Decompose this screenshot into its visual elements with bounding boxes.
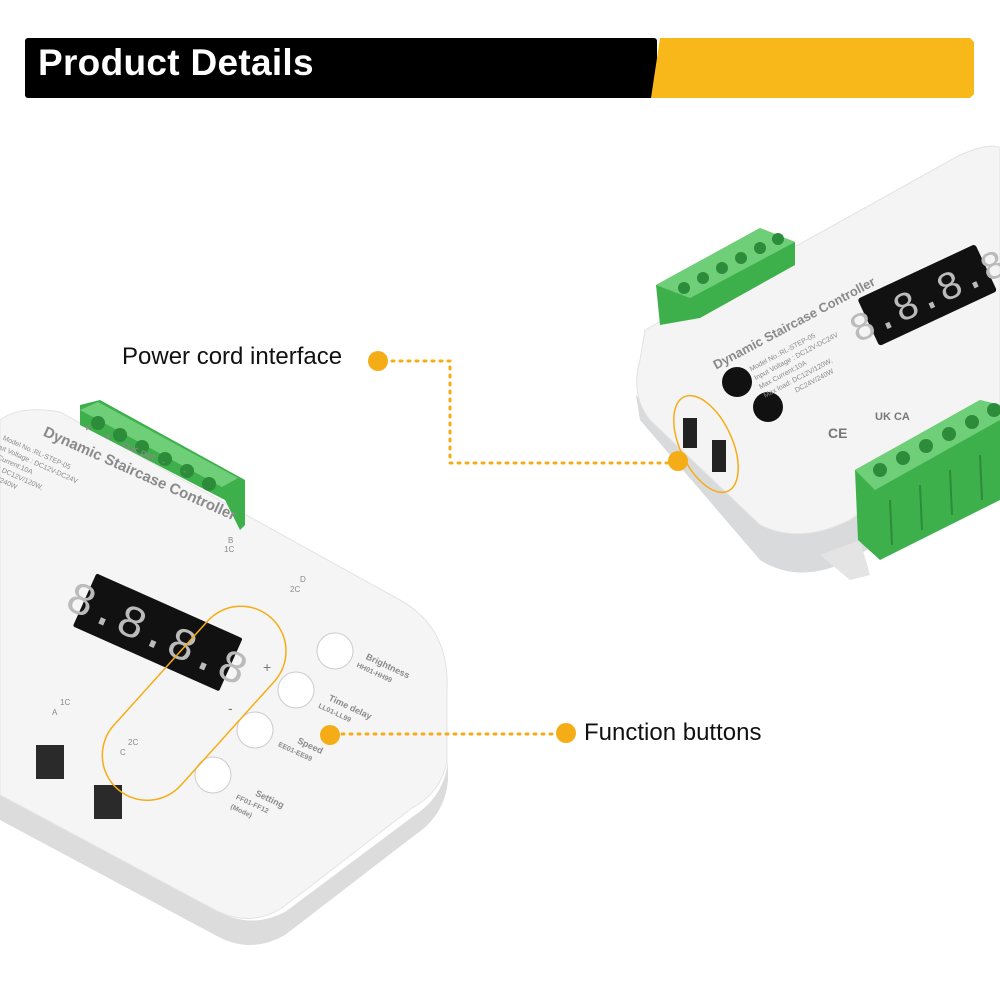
svg-text:+: + xyxy=(82,421,93,435)
brightness-button[interactable] xyxy=(316,632,354,670)
header-accent xyxy=(651,38,974,98)
function-buttons xyxy=(194,632,354,794)
svg-text:1C: 1C xyxy=(224,545,234,554)
svg-text:-: - xyxy=(160,457,168,468)
svg-text:-: - xyxy=(228,700,233,716)
port xyxy=(683,418,697,448)
buttons-highlight xyxy=(101,605,287,802)
header-bar xyxy=(25,38,657,98)
power-callout-line xyxy=(368,351,688,471)
svg-text:UK CA: UK CA xyxy=(875,411,910,423)
port xyxy=(94,785,122,819)
svg-text:CE: CE xyxy=(828,425,847,441)
svg-text:A: A xyxy=(52,708,58,717)
left-terminal-block xyxy=(80,400,245,530)
page-title: Product Details xyxy=(38,42,314,83)
right-terminal-block-top xyxy=(656,228,795,325)
time-delay-button[interactable] xyxy=(277,671,315,709)
svg-text:+: + xyxy=(263,659,271,675)
buttons-callout-line xyxy=(320,723,576,745)
svg-text:C: C xyxy=(120,748,126,757)
right-device: 8.8.8.8 Dynamic Staircase Controller Mod… xyxy=(636,145,1000,580)
port xyxy=(36,745,64,779)
svg-text:-: - xyxy=(181,466,189,477)
setting-button[interactable] xyxy=(194,756,232,794)
left-device: + + CLK DAT - - Dynamic Staircase Contro… xyxy=(0,400,448,945)
right-terminal-block-bottom xyxy=(855,400,1000,560)
svg-text:B: B xyxy=(228,536,233,545)
svg-text:2C: 2C xyxy=(128,738,138,747)
svg-text:+: + xyxy=(102,430,113,444)
svg-text:D: D xyxy=(300,575,306,584)
speed-button[interactable] xyxy=(236,711,274,749)
power-cord-callout: Power cord interface xyxy=(122,343,343,370)
power-jack xyxy=(722,367,752,397)
power-jack xyxy=(753,392,783,422)
port xyxy=(712,440,726,472)
svg-text:1C: 1C xyxy=(60,698,70,707)
svg-text:2C: 2C xyxy=(290,585,300,594)
function-buttons-callout: Function buttons xyxy=(584,719,762,746)
